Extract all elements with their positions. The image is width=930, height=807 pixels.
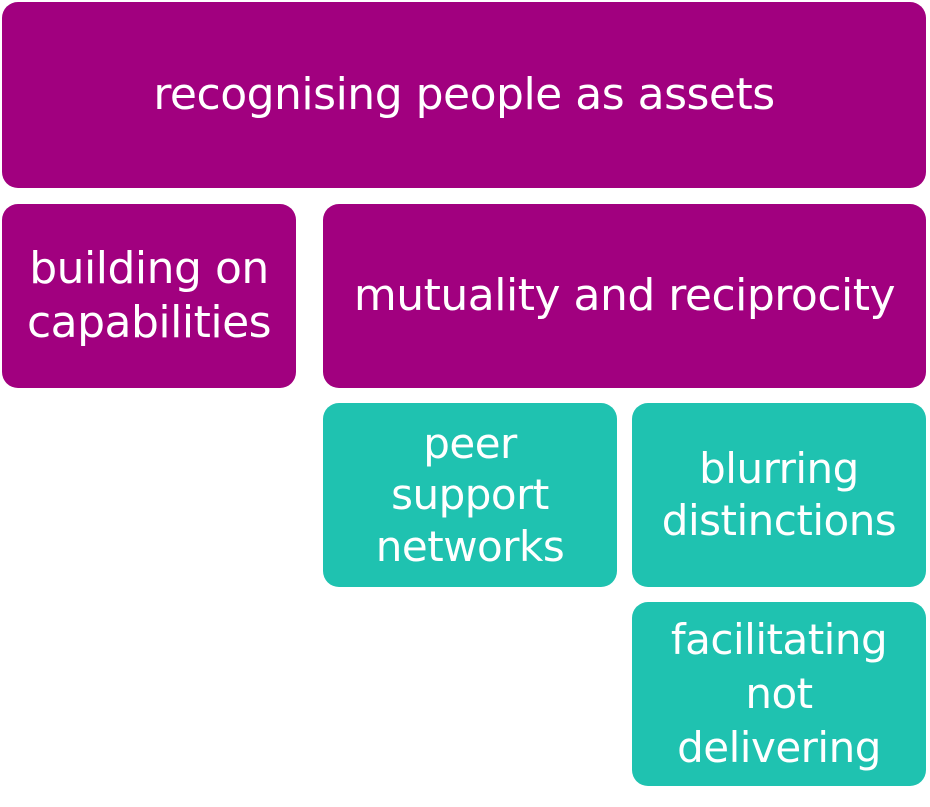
blurring-distinctions-line-1: blurring: [699, 443, 859, 493]
blurring-distinctions-box: blurring distinctions: [632, 403, 926, 587]
peer-support-networks-label: peer support networks: [375, 418, 565, 572]
peer-support-networks-line-3: networks: [375, 521, 565, 571]
facilitating-not-delivering-line-3: delivering: [677, 722, 881, 772]
peer-support-networks-line-2: support: [391, 470, 549, 520]
facilitating-not-delivering-box: facilitating not delivering: [632, 602, 926, 786]
building-on-capabilities-line-2: capabilities: [26, 297, 272, 348]
building-on-capabilities-line-1: building on: [29, 242, 269, 294]
facilitating-not-delivering-line-2: not: [745, 669, 813, 719]
blurring-distinctions-label: blurring distinctions: [661, 443, 897, 548]
building-on-capabilities-label: building on capabilities: [26, 242, 272, 350]
facilitating-not-delivering-line-1: facilitating: [670, 615, 888, 665]
mutuality-and-reciprocity-box: mutuality and reciprocity: [323, 204, 926, 388]
recognising-people-as-assets-box: recognising people as assets: [2, 2, 926, 188]
blurring-distinctions-line-2: distinctions: [661, 496, 897, 545]
facilitating-not-delivering-label: facilitating not delivering: [670, 613, 888, 774]
peer-support-networks-box: peer support networks: [323, 403, 617, 587]
building-on-capabilities-box: building on capabilities: [2, 204, 296, 388]
mutuality-and-reciprocity-label: mutuality and reciprocity: [353, 269, 896, 321]
peer-support-networks-line-1: peer: [423, 419, 517, 469]
recognising-people-as-assets-label: recognising people as assets: [153, 68, 775, 120]
